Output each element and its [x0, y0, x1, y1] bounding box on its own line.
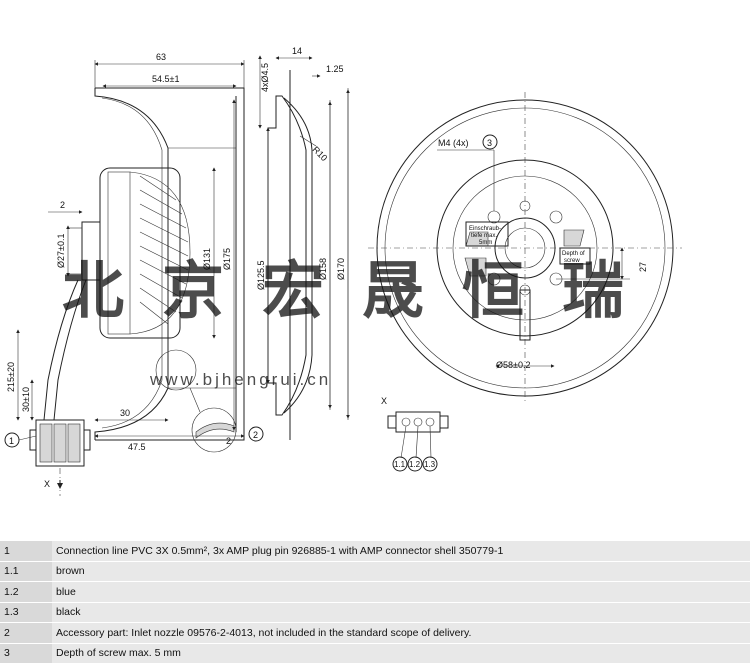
legend-key: 1.1	[0, 560, 52, 582]
dim-30-cable: 30±10	[21, 387, 31, 412]
svg-text:1.3: 1.3	[424, 460, 436, 469]
legend-desc: blue	[52, 581, 750, 602]
svg-text:1.1: 1.1	[394, 460, 406, 469]
front-view: Einschraub- tiefe max. 5mm Depth of scre…	[368, 92, 682, 404]
callout-1-2: 1.2	[407, 456, 423, 472]
dim-63: 63	[156, 52, 166, 62]
nozzle-section-view: 14 1.25 4xØ4.5 R10 Ø125.5 Ø158 Ø170	[256, 46, 350, 440]
legend-key: 3	[0, 642, 52, 663]
legend-row: 1.3 black	[0, 601, 750, 623]
dim-d58: Ø58±0.2	[496, 360, 530, 370]
note-einschraub: Einschraub-	[469, 226, 501, 232]
dim-d131: Ø131	[202, 248, 212, 270]
legend-row: 3 Depth of screw max. 5 mm	[0, 642, 750, 663]
callout-1-3: 1.3	[422, 456, 438, 472]
legend-desc: Accessory part: Inlet nozzle 09576-2-401…	[52, 622, 750, 643]
svg-text:1: 1	[9, 436, 14, 446]
dim-2-left: 2	[60, 200, 65, 210]
dim-30-bottom: 30	[120, 408, 130, 418]
note-depth-of: Depth of	[562, 251, 585, 257]
legend-table: 1 Connection line PVC 3X 0.5mm², 3x AMP …	[0, 540, 750, 663]
dim-54-5: 54.5±1	[152, 74, 179, 84]
legend-key: 1	[0, 540, 52, 561]
dim-14: 14	[292, 46, 302, 56]
legend-desc: black	[52, 601, 750, 623]
technical-drawing: 63 54.5±1 2 Ø27±0.1 Ø131 Ø175 30 47.5 21…	[4, 46, 682, 496]
watermark-char-1: 北	[62, 257, 124, 326]
legend-desc: Connection line PVC 3X 0.5mm², 3x AMP pl…	[52, 540, 750, 561]
view-x-label-right: X	[381, 396, 387, 406]
note-screw: screw	[564, 258, 580, 264]
dim-d158: Ø158	[318, 258, 328, 280]
legend-desc: brown	[52, 560, 750, 582]
svg-text:3: 3	[487, 138, 492, 148]
dim-d175: Ø175	[222, 248, 232, 270]
watermark-char-3: 宏	[262, 257, 324, 326]
legend-row: 2 Accessory part: Inlet nozzle 09576-2-4…	[0, 622, 750, 643]
legend-row: 1 Connection line PVC 3X 0.5mm², 3x AMP …	[0, 540, 750, 561]
side-view: 63 54.5±1 2 Ø27±0.1 Ø131 Ø175 30 47.5 21…	[4, 52, 264, 496]
legend-key: 1.2	[0, 581, 52, 602]
svg-text:2: 2	[253, 430, 258, 440]
motor-fins	[139, 175, 189, 325]
watermark-char-5: 恒	[462, 257, 524, 326]
dim-2-detail: 2	[226, 436, 231, 446]
dim-d125-5: Ø125.5	[256, 260, 266, 290]
dim-holes-4x4-5: 4xØ4.5	[260, 63, 270, 92]
watermark-char-2: 京	[162, 257, 224, 326]
view-x-label: X	[44, 479, 50, 489]
dim-1-25: 1.25	[326, 64, 344, 74]
legend-key: 2	[0, 622, 52, 643]
dim-215: 215±20	[6, 362, 16, 392]
callout-3: 3	[482, 134, 498, 150]
legend-row: 1.2 blue	[0, 581, 750, 602]
watermark: 北 京 宏 晟 恒 瑞 www.bjhengrui.cn	[62, 257, 624, 389]
note-tiefe: tiefe max.	[471, 233, 497, 239]
dim-m4: M4 (4x)	[438, 138, 469, 148]
amp-plug	[29, 419, 91, 467]
dim-47-5: 47.5	[128, 442, 146, 452]
legend-desc: Depth of screw max. 5 mm	[52, 642, 750, 663]
watermark-char-6: 瑞	[562, 257, 624, 326]
legend-key: 1.3	[0, 601, 52, 623]
legend-row: 1.1 brown	[0, 560, 750, 582]
connector-view-x: X 1.1 1.2 1.3	[381, 396, 449, 472]
dim-d27: Ø27±0.1	[56, 234, 66, 268]
svg-text:1.2: 1.2	[409, 460, 421, 469]
note-5mm: 5mm	[479, 240, 492, 246]
dim-27: 27	[638, 262, 648, 272]
callout-1-1: 1.1	[392, 456, 408, 472]
callout-2: 2	[248, 426, 264, 442]
dim-r10: R10	[311, 144, 330, 163]
watermark-url: www.bjhengrui.cn	[149, 370, 331, 389]
watermark-char-4: 晟	[362, 257, 424, 326]
dim-d170: Ø170	[336, 258, 346, 280]
callout-1: 1	[4, 432, 37, 448]
